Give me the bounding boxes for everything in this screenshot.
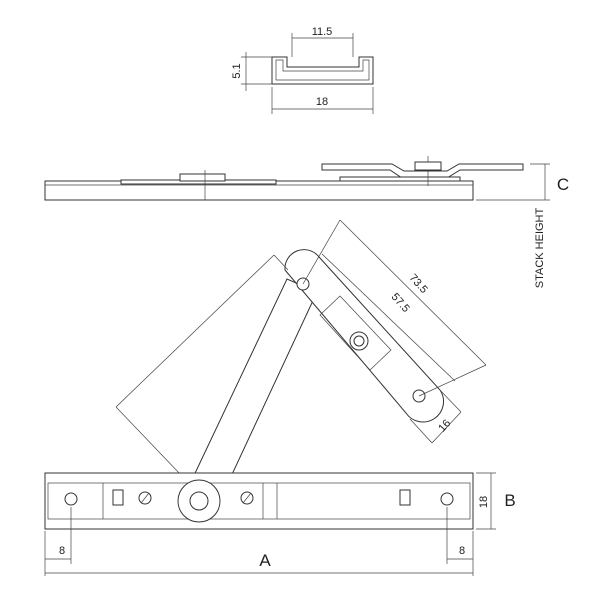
arm-assembly: 73.5 57.5 16: [115, 219, 487, 514]
pivot-block-right: [414, 161, 442, 171]
ext-line: [409, 418, 433, 444]
upper-arm-side: [321, 163, 524, 179]
ext-line: [418, 364, 487, 397]
ext-line: [437, 387, 462, 413]
profile-section: 11.5 5.1 18: [231, 26, 374, 114]
profile-outline: [271, 56, 374, 85]
arm-rivet-middle-inner: [353, 335, 365, 347]
dim-width-top: 11.5: [312, 26, 333, 38]
screw-slot: [242, 492, 252, 504]
profile-inner: [275, 59, 370, 81]
dim-end-width: 16: [436, 417, 453, 434]
dim-height: 5.1: [231, 63, 243, 78]
track-hole-left: [64, 492, 78, 506]
dim-line-diagonal: [115, 254, 275, 408]
left-arm-block: [179, 173, 226, 182]
track-slot-right: [399, 489, 411, 506]
label-b: B: [504, 491, 515, 510]
dim-right-offset: 8: [459, 545, 465, 557]
stack-height-label: STACK HEIGHT: [534, 207, 546, 288]
track-inner: [47, 482, 471, 520]
lower-arm-side: [339, 176, 461, 182]
label-c: C: [557, 175, 569, 194]
dim-line-short: [321, 253, 456, 382]
dim-width-bottom: 18: [316, 96, 328, 108]
dim-line-long: [339, 219, 487, 366]
label-a: A: [259, 551, 271, 570]
ext-line: [273, 254, 289, 271]
dim-track-height: 18: [478, 496, 490, 508]
track-pivot-hole: [189, 491, 209, 511]
ext-line: [115, 406, 182, 476]
track-slot-left: [112, 489, 124, 506]
track-plan: 18 B 8 8 A: [44, 472, 516, 576]
swing-arm-inner: [319, 295, 392, 371]
screw-slot: [140, 492, 150, 504]
dim-long: 73.5: [407, 272, 430, 296]
ext-line: [302, 219, 341, 285]
dim-short: 57.5: [389, 291, 412, 315]
track-hole-right: [440, 492, 454, 506]
dim-left-offset: 8: [59, 545, 65, 557]
side-view: C STACK HEIGHT: [44, 156, 569, 288]
dim-line-end-width: [431, 411, 462, 444]
